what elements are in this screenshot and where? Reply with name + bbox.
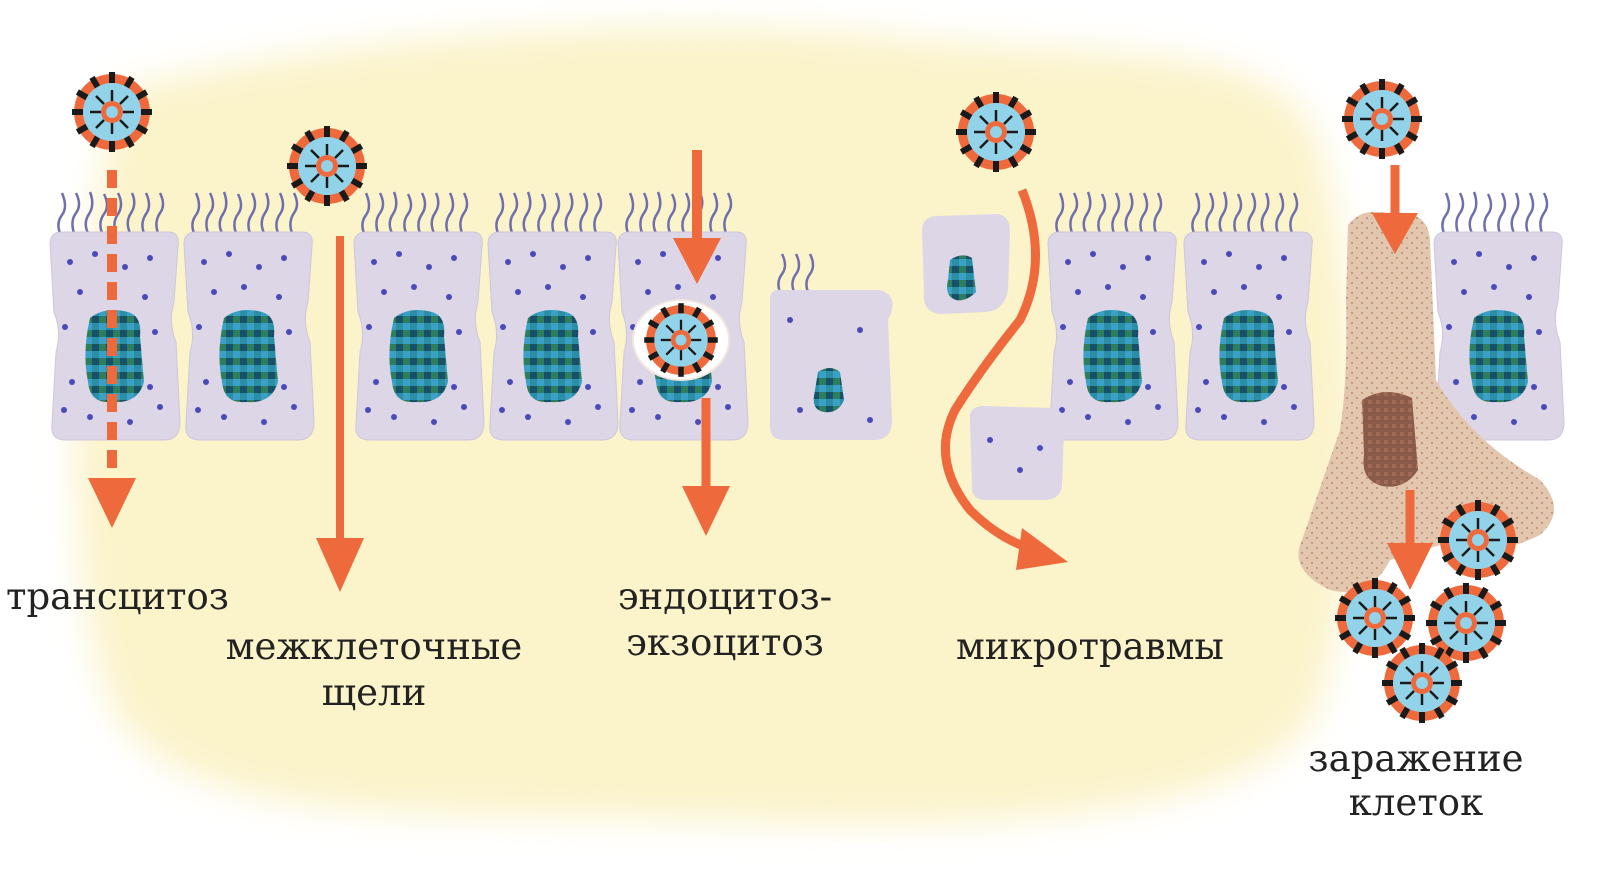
- label-infection-line2: клеток: [1276, 784, 1556, 821]
- cell-fragment-2: [970, 406, 1064, 500]
- cilia-8: [1442, 192, 1547, 233]
- endocytic-vesicle: [633, 300, 729, 380]
- label-infection-line1: заражение: [1276, 740, 1556, 777]
- label-endocytosis-line2: экзоцитоз: [575, 624, 875, 661]
- epithelial-cell-3: [354, 232, 484, 440]
- virus-particle-icon: [1342, 79, 1422, 159]
- label-microtrauma: микротравмы: [956, 628, 1224, 665]
- cell-fragment-1: [922, 214, 1010, 314]
- label-intercellular-gaps-line2: щели: [214, 674, 534, 711]
- damaged-cell: [770, 290, 893, 440]
- label-transcytosis: трансцитоз: [6, 578, 229, 615]
- epithelial-cell-4: [488, 232, 618, 440]
- label-endocytosis-line1: эндоцитоз-: [575, 578, 875, 615]
- label-intercellular-gaps-line1: межклеточные: [214, 628, 534, 665]
- epithelial-cell-2: [184, 232, 314, 440]
- epithelial-cell-6: [1048, 232, 1178, 440]
- epithelial-cell-7: [1184, 232, 1314, 440]
